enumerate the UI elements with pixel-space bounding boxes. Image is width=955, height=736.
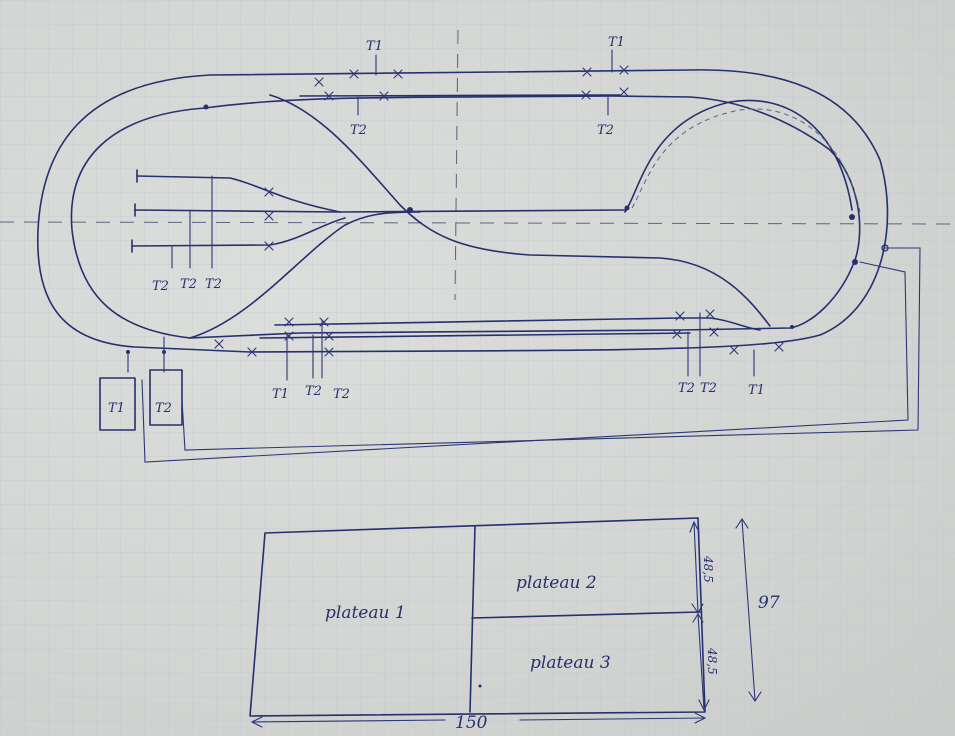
transformer-box-t1 <box>99 377 136 431</box>
dim-half-lower-label: 48,5 <box>705 647 719 675</box>
label-t1-top-left: T1 <box>366 39 383 54</box>
outer-loop-track <box>36 69 889 353</box>
top-siding-track <box>299 94 621 97</box>
right-loop-dashed-clearance <box>631 108 861 213</box>
dim-width-arrows <box>250 712 707 728</box>
dim-width-line-left <box>251 719 446 723</box>
plateau-outline <box>249 517 706 717</box>
label-t2-yard-3: T2 <box>205 277 222 292</box>
feeder-ticks <box>286 49 755 381</box>
label-t2-bottom-left-2: T2 <box>333 387 350 402</box>
dim-height-line <box>741 519 756 701</box>
plateau-3-label: plateau 3 <box>530 653 611 673</box>
dim-half-arrows <box>689 520 710 712</box>
label-t2-top-right: T2 <box>597 123 614 138</box>
dim-half-upper-label: 48,5 <box>701 555 715 583</box>
diagonal-crossover-track-2 <box>189 211 421 339</box>
label-t1-bottom-right: T1 <box>748 383 765 398</box>
inner-loop-track <box>70 95 861 339</box>
bottom-siding-track-2 <box>259 332 691 339</box>
label-t2-bottom-right-1: T2 <box>678 381 695 396</box>
yard-siding-2 <box>134 209 341 213</box>
dim-half-upper-line <box>693 521 699 613</box>
ink-dot <box>478 684 482 688</box>
label-t2-bottom-right-2: T2 <box>700 381 717 396</box>
dim-width-label: 150 <box>455 713 488 733</box>
horizontal-center-axis <box>0 221 955 225</box>
bottom-siding-track-1 <box>274 317 761 331</box>
plateau-layout: plateau 1 plateau 2 plateau 3 150 97 48,… <box>249 517 780 733</box>
plateau-divider-horizontal <box>471 611 701 619</box>
yard-siding-3 <box>131 217 346 247</box>
return-wire-2 <box>141 261 909 463</box>
vertical-center-axis <box>454 29 459 301</box>
label-t1-top-right: T1 <box>608 35 625 50</box>
junction-points <box>126 104 858 354</box>
plateau-1-label: plateau 1 <box>325 603 406 623</box>
plateau-divider-vertical <box>469 525 476 713</box>
plateau-2-label: plateau 2 <box>516 573 597 593</box>
right-return-loop <box>624 99 853 213</box>
transformer-box-t2 <box>149 369 183 426</box>
central-straight-track <box>339 209 626 213</box>
label-transformer-t2: T2 <box>155 401 172 416</box>
diagonal-crossover-track <box>269 94 771 327</box>
dim-width-line-right <box>519 717 706 721</box>
dim-height-arrows <box>735 518 762 702</box>
dim-half-lower-line <box>697 613 705 711</box>
return-wire-1 <box>181 247 921 451</box>
label-transformer-t1: T1 <box>108 401 125 416</box>
label-t2-bottom-left-1: T2 <box>305 384 322 399</box>
label-t2-top-left: T2 <box>350 123 367 138</box>
label-t2-yard-2: T2 <box>180 277 197 292</box>
dim-height-label: 97 <box>758 593 780 613</box>
isolation-cuts <box>214 65 784 357</box>
label-t1-bottom-left: T1 <box>272 387 289 402</box>
label-t2-yard-1: T2 <box>152 279 169 294</box>
